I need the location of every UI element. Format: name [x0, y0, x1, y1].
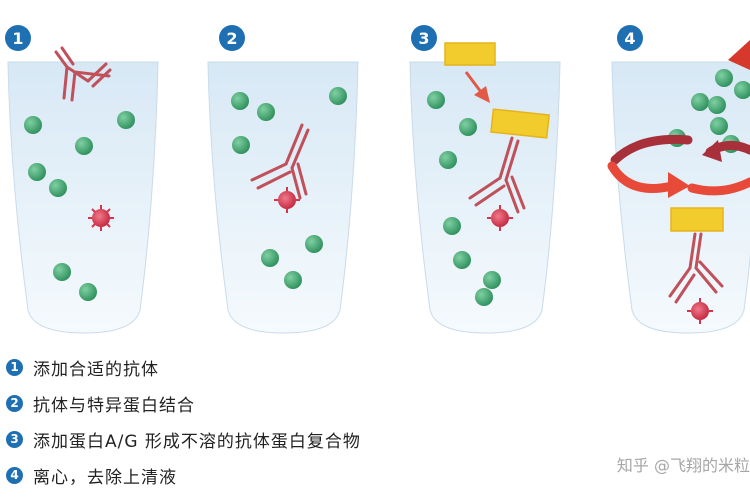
protein-beads-tube-3	[427, 91, 501, 306]
legend-number-2: 2	[6, 394, 23, 412]
ip-process-diagram: 1 2 3 4	[5, 25, 750, 334]
legend-item-2: 2 抗体与特异蛋白结合	[0, 388, 195, 418]
protein-beads-tube-1	[24, 111, 135, 301]
protein-ag-block-pellet	[670, 207, 724, 232]
legend-text-2: 抗体与特异蛋白结合	[33, 395, 195, 416]
legend-number-3: 3	[6, 430, 23, 448]
legend-text-3: 添加蛋白A/G 形成不溶的抗体蛋白复合物	[33, 431, 361, 452]
legend-item-1: 1 添加合适的抗体	[0, 352, 159, 382]
legend-item-4: 4 离心，去除上清液	[0, 460, 177, 490]
legend-number-1: 1	[6, 358, 23, 376]
drop-arrow	[464, 71, 490, 103]
step-badge-4: 4	[617, 25, 643, 51]
step-badge-1: 1	[5, 25, 31, 51]
step-badge-2: 2	[219, 25, 245, 51]
watermark: 知乎 @飞翔的米粒	[616, 456, 750, 475]
target-protein-tube-3	[487, 205, 513, 231]
target-protein-tube-2	[274, 187, 300, 213]
antibody-1	[54, 46, 112, 102]
legend-text-1: 添加合适的抗体	[33, 359, 159, 380]
antibody-2	[250, 123, 310, 200]
step-number-3: 3	[418, 29, 429, 48]
target-protein-tube-1	[88, 205, 114, 231]
legend-item-3: 3 添加蛋白A/G 形成不溶的抗体蛋白复合物	[0, 424, 361, 454]
step-badge-3: 3	[411, 25, 437, 51]
protein-ag-block-top	[444, 42, 496, 66]
step-number-4: 4	[624, 29, 635, 48]
protein-ag-block-bound	[490, 108, 550, 139]
step-number-2: 2	[226, 29, 237, 48]
rotation-arrow-icon	[607, 134, 750, 198]
step-number-1: 1	[12, 29, 23, 48]
antibody-3	[468, 136, 526, 214]
legend-number-4: 4	[6, 466, 23, 484]
antibody-4	[668, 232, 724, 304]
legend-text-4: 离心，去除上清液	[33, 467, 177, 488]
rotation-arrow-top-icon	[728, 40, 750, 70]
tube-1	[7, 61, 159, 334]
protein-beads-tube-2	[231, 87, 347, 289]
target-protein-tube-4	[687, 298, 713, 324]
